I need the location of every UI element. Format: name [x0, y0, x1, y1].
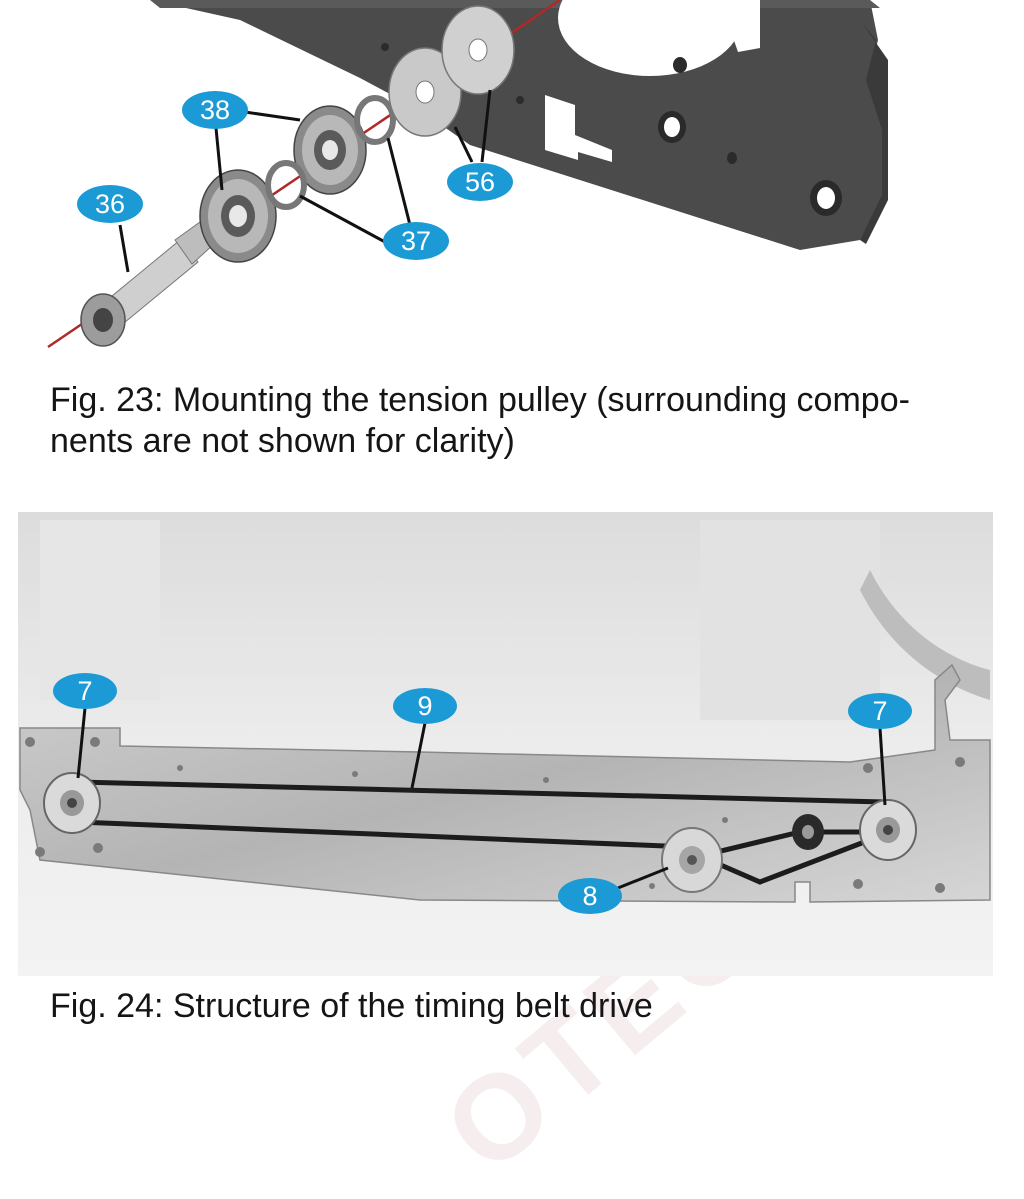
idler-pulley	[792, 814, 824, 850]
callout-7-left: 7	[53, 673, 117, 709]
pulley-part-7-right	[859, 799, 917, 861]
figure-24-caption: Fig. 24: Structure of the timing belt dr…	[50, 987, 653, 1025]
pulley-part-7-left	[43, 772, 101, 834]
figure-23-exploded-view: 38 36 56 37	[47, 0, 888, 349]
spacer-ring-part-37-lower	[265, 160, 307, 210]
shoulder-screw-part-36	[80, 221, 215, 347]
callout-7-right: 7	[848, 693, 912, 729]
washer-part-56-lower	[388, 47, 462, 137]
svg-text:7: 7	[77, 676, 92, 706]
figure-23-caption: Fig. 23: Mounting the tension pulley (su…	[50, 380, 910, 462]
svg-text:9: 9	[417, 691, 432, 721]
callout-56: 56	[447, 163, 513, 201]
callout-9: 9	[393, 688, 457, 724]
drive-pulley-part-8	[661, 827, 723, 893]
leader-lines	[118, 89, 492, 273]
svg-text:8: 8	[582, 881, 597, 911]
svg-text:37: 37	[401, 226, 431, 256]
mounting-plate	[150, 0, 888, 250]
callout-8: 8	[558, 878, 622, 914]
figure-23-caption-line-2: nents are not shown for clarity)	[50, 422, 515, 460]
svg-text:38: 38	[200, 95, 230, 125]
callout-37: 37	[383, 222, 449, 260]
figure-23-caption-line-1: Fig. 23: Mounting the tension pulley (su…	[50, 381, 910, 419]
callout-38: 38	[182, 91, 248, 129]
photo-leader-lines	[76, 707, 887, 890]
spacer-ring-part-37-upper	[354, 95, 396, 145]
svg-text:56: 56	[465, 167, 495, 197]
svg-text:7: 7	[872, 696, 887, 726]
callout-36: 36	[77, 185, 143, 223]
ball-bearing-part-38-upper	[293, 105, 367, 195]
ball-bearing-part-38-lower	[199, 169, 277, 263]
figure-24-photo: 7 9 7 8	[18, 512, 993, 976]
washer-part-56-upper	[441, 5, 515, 95]
plate-screws	[25, 737, 965, 893]
svg-text:36: 36	[95, 189, 125, 219]
